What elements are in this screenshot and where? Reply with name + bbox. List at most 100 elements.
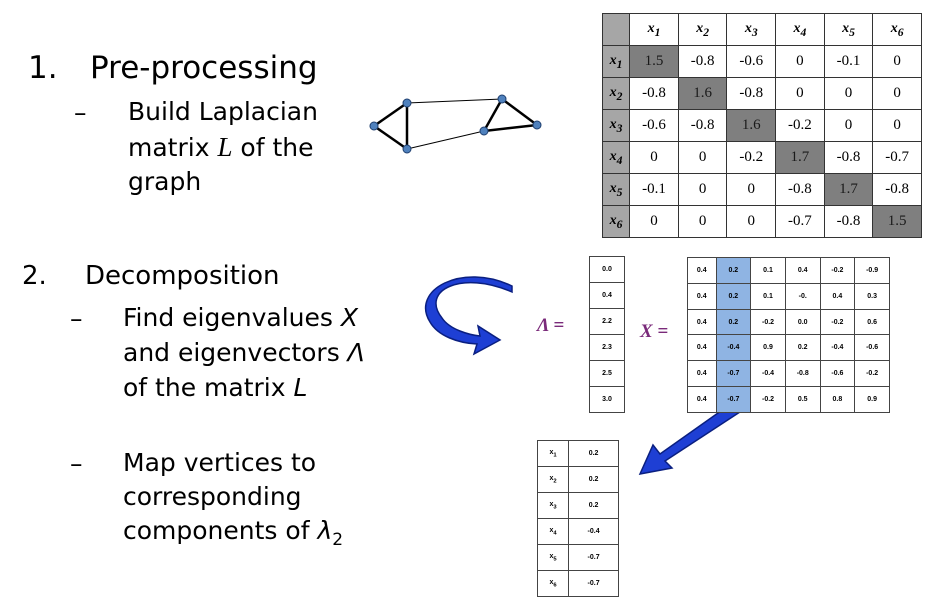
vertex-mapping-table: x1 0.2 x2 0.2 x3 0.2 x4 -0.4 x5 -0.7 x6 … <box>536 440 619 597</box>
vector-cell: 0.4 <box>687 360 717 388</box>
table-row: x5 -0.1 0 0 -0.8 1.7 -0.8 <box>601 173 922 206</box>
highlighted-vector-cell: -0.4 <box>715 334 752 362</box>
step3-bullet: – <box>70 449 83 478</box>
matrix-cell: -0.2 <box>775 109 825 142</box>
matrix-cell: 1.5 <box>872 205 922 238</box>
matrix-cell: 1.6 <box>677 77 728 110</box>
vertex-label-cell: x6 <box>536 570 570 597</box>
eigenvalue-cell: 3.0 <box>589 386 625 413</box>
vector-cell: 0.4 <box>687 386 717 413</box>
vector-cell: 0.4 <box>784 257 821 284</box>
vector-cell: 0.4 <box>819 282 856 310</box>
vector-cell: 0.4 <box>687 334 717 362</box>
eigenvalue-cell: 0.4 <box>589 282 625 309</box>
vector-cell: -0.8 <box>784 360 821 388</box>
laplacian-matrix-table: x1 x2 x3 x4 x5 x6 x1 1.5 -0.8 -0.6 0 -0.… <box>601 13 922 238</box>
table-row: 2.2 <box>589 308 625 335</box>
step1-line2-a: matrix <box>128 133 218 162</box>
highlighted-vector-cell: -0.7 <box>715 386 752 413</box>
vector-cell: 0.8 <box>819 386 856 413</box>
matrix-cell: 0 <box>629 141 679 174</box>
table-row: x2 0.2 <box>536 466 619 493</box>
step1-line1: Build Laplacian <box>128 97 318 126</box>
column-header: x6 <box>872 13 922 46</box>
column-header: x5 <box>823 13 874 46</box>
table-row: 2.5 <box>589 360 625 387</box>
component-value-cell: -0.4 <box>568 518 619 545</box>
vertex-label-cell: x5 <box>536 544 570 571</box>
step1-line2: matrix L of the <box>128 132 314 163</box>
vector-cell: 0.0 <box>784 308 821 336</box>
matrix-cell: 0 <box>872 109 922 142</box>
x-equals-label: X = <box>640 321 669 342</box>
vector-cell: -0.2 <box>819 308 856 336</box>
graph-edge <box>483 123 538 133</box>
matrix-cell: 0 <box>629 205 679 238</box>
graph-edge <box>482 98 504 132</box>
column-header: x4 <box>775 13 825 46</box>
matrix-cell: -0.8 <box>775 173 825 206</box>
row-header: x6 <box>601 205 631 238</box>
graph-vertex <box>532 120 542 130</box>
matrix-cell: -0.1 <box>823 45 874 78</box>
matrix-cell: 0 <box>726 205 777 238</box>
table-row: 3.0 <box>589 386 625 413</box>
step2-title: Decomposition <box>85 261 280 291</box>
table-row: 0.4 0.2 0.1 0.4 -0.2 -0.9 <box>687 257 890 284</box>
graph-edge <box>501 97 538 127</box>
matrix-cell: -0.1 <box>629 173 679 206</box>
vector-cell: 0.9 <box>750 334 786 362</box>
table-row: x4 -0.4 <box>536 518 619 545</box>
step2-line3: of the matrix L <box>123 373 307 402</box>
step2-line1: Find eigenvalues X <box>123 303 358 332</box>
component-value-cell: -0.7 <box>568 544 619 571</box>
matrix-cell: 0 <box>677 205 728 238</box>
eigenvectors-table: 0.4 0.2 0.1 0.4 -0.2 -0.9 0.4 0.2 0.1 -0… <box>687 257 890 413</box>
matrix-cell: -0.6 <box>726 45 777 78</box>
step1-number: 1. <box>28 50 58 86</box>
matrix-cell: -0.8 <box>677 45 728 78</box>
table-row: 0.4 <box>589 282 625 309</box>
table-row: x3 -0.6 -0.8 1.6 -0.2 0 0 <box>601 109 922 142</box>
graph-edge <box>373 101 408 128</box>
matrix-L-italic: L <box>293 373 308 402</box>
table-row: 2.3 <box>589 334 625 361</box>
matrix-L-symbol: L <box>217 132 233 162</box>
graph-edge <box>373 124 408 151</box>
matrix-cell: 0 <box>677 173 728 206</box>
matrix-cell: -0.8 <box>677 109 728 142</box>
matrix-cell: -0.8 <box>629 77 679 110</box>
lambda-subscript: 2 <box>332 530 344 550</box>
vector-cell: -0.6 <box>819 360 856 388</box>
matrix-cell: 0 <box>823 77 874 110</box>
vector-cell: 0.4 <box>687 282 717 310</box>
step2-line1-a: Find eigenvalues <box>123 303 341 332</box>
row-header: x5 <box>601 173 631 206</box>
eigenvalue-cell: 2.5 <box>589 360 625 387</box>
vertex-label-cell: x2 <box>536 466 570 493</box>
highlighted-vector-cell: 0.2 <box>715 257 752 284</box>
table-row: 0.4 -0.7 -0.4 -0.8 -0.6 -0.2 <box>687 360 890 388</box>
matrix-cell: 1.7 <box>823 173 874 206</box>
vector-cell: -0.2 <box>750 308 786 336</box>
highlighted-vector-cell: 0.2 <box>715 308 752 336</box>
graph-vertex <box>402 98 412 108</box>
table-row: 0.4 -0.4 0.9 0.2 -0.4 -0.6 <box>687 334 890 362</box>
column-header: x2 <box>677 13 728 46</box>
eigenvalues-table: 0.0 0.4 2.2 2.3 2.5 3.0 <box>589 256 625 413</box>
vector-cell: 0.6 <box>854 308 890 336</box>
step1-line3: graph <box>128 167 202 196</box>
matrix-cell: -0.8 <box>823 141 874 174</box>
row-header: x1 <box>601 45 631 78</box>
vector-cell: 0.4 <box>687 308 717 336</box>
step2-number: 2. <box>22 261 47 291</box>
step3-line2: corresponding <box>123 482 302 511</box>
step3-line3-a: components of <box>123 516 318 545</box>
vector-cell: 0.2 <box>784 334 821 362</box>
graph-illustration <box>369 94 542 154</box>
graph-edge <box>406 130 485 150</box>
graph-vertex <box>479 126 489 136</box>
matrix-cell: 1.5 <box>629 45 679 78</box>
row-header: x2 <box>601 77 631 110</box>
